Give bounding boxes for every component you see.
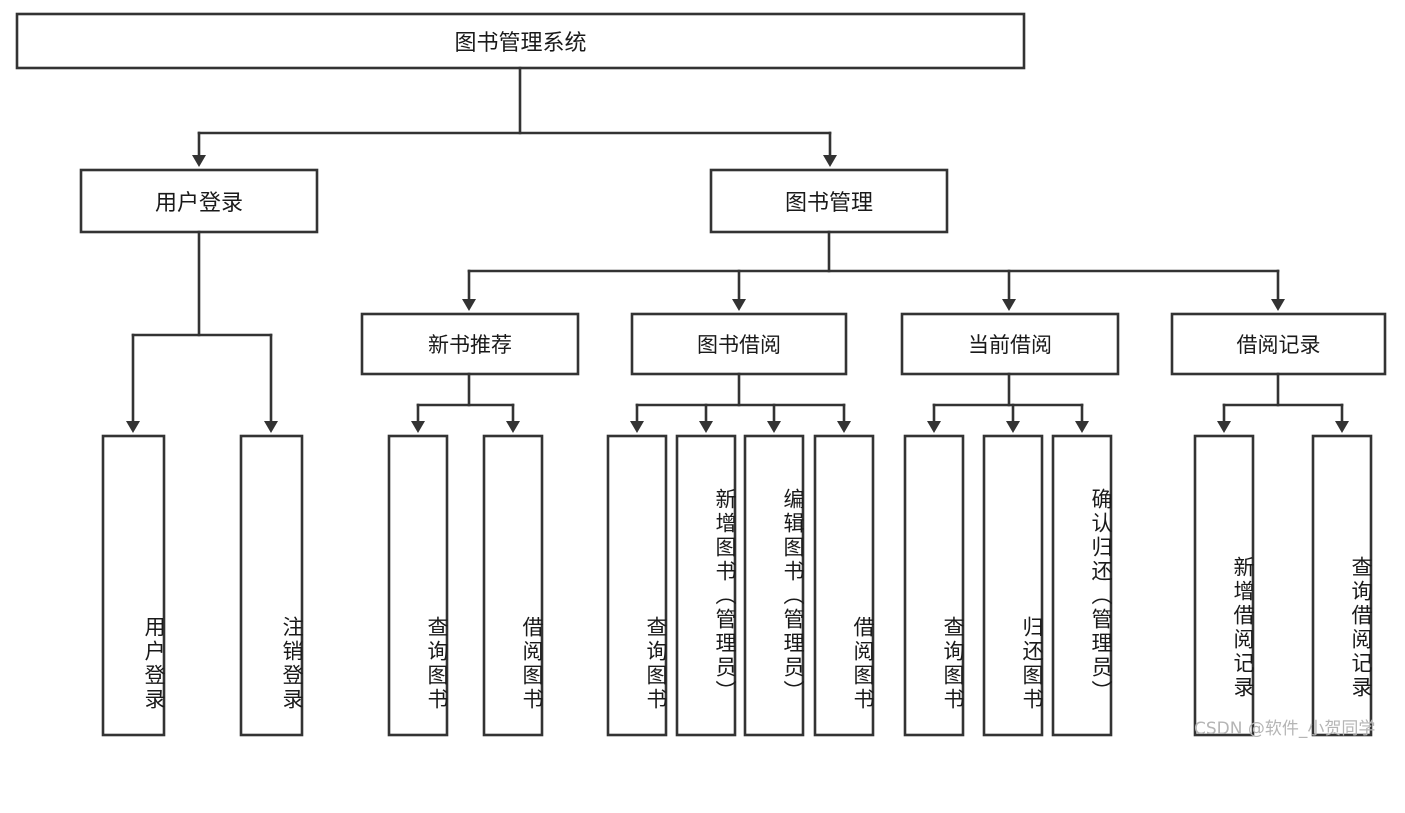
node-book-borrow-box[interactable] [630,312,848,376]
leaf-logout-box[interactable] [239,434,304,737]
node-book-manage-box[interactable] [709,168,949,234]
leaf-add-record-box[interactable] [1193,434,1255,737]
node-user-login-box[interactable] [79,168,319,234]
flowchart-canvas: 图书管理系统 用户登录 图书管理 新书推荐 图书借阅 当前借阅 借阅记录 用户登… [15,12,1387,739]
leaf-query-book-b-box[interactable] [606,434,668,737]
node-current-borrow-box[interactable] [900,312,1120,376]
leaf-return-book-box[interactable] [982,434,1044,737]
leaf-add-book-box[interactable] [675,434,737,737]
leaf-borrow-book-b-box[interactable] [813,434,875,737]
leaf-user-login-box[interactable] [101,434,166,737]
node-new-book-recommend-box[interactable] [360,312,580,376]
leaf-query-record-box[interactable] [1311,434,1373,737]
node-root-box[interactable] [15,12,1026,70]
leaf-query-book-c-box[interactable] [903,434,965,737]
leaf-confirm-return-box[interactable] [1051,434,1113,737]
flowchart-svg [15,12,1387,737]
leaf-borrow-book-rec-box[interactable] [482,434,544,737]
leaf-query-book-rec-box[interactable] [387,434,449,737]
node-borrow-record-box[interactable] [1170,312,1387,376]
leaf-edit-book-box[interactable] [743,434,805,737]
